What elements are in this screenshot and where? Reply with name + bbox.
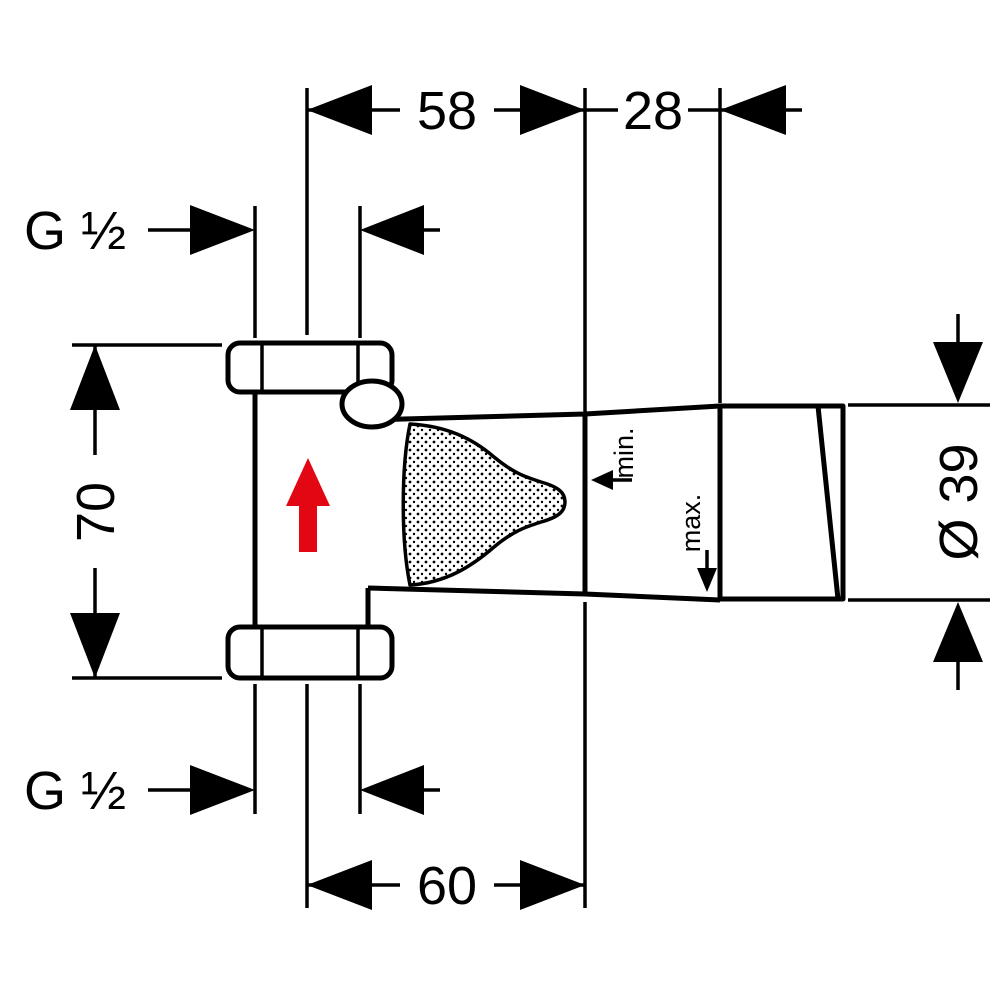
dim-58-lines xyxy=(305,88,587,413)
cover-box xyxy=(717,403,846,602)
thread-top-label: G ½ xyxy=(24,201,126,261)
hex-nut-top xyxy=(225,340,395,395)
dim-diameter-lines xyxy=(848,314,990,690)
dim-60-label: 60 xyxy=(417,856,477,916)
max-label: max. xyxy=(676,494,706,553)
dim-28-lines xyxy=(585,88,802,403)
funnel-seal xyxy=(401,422,567,587)
flow-direction-arrow-icon xyxy=(286,458,330,552)
dim-58-label: 58 xyxy=(417,81,477,141)
dim-58: 58 xyxy=(305,81,587,413)
thread-top: G ½ xyxy=(24,201,440,338)
thread-top-lines xyxy=(148,206,440,338)
min-label: min. xyxy=(609,427,639,478)
housing-contour xyxy=(367,403,721,603)
thread-bottom-arrowheads xyxy=(190,765,424,815)
dim-58-arrowheads xyxy=(307,85,585,135)
dim-70-label: 70 xyxy=(66,482,126,542)
dim-70: 70 xyxy=(66,343,222,680)
hex-nut-bottom xyxy=(225,624,395,681)
cover-box-slant xyxy=(815,405,841,600)
max-arrowhead xyxy=(697,568,717,592)
outlet-ellipse xyxy=(339,378,405,430)
flow-arrow-shaft xyxy=(299,506,317,552)
thread-bottom-lines xyxy=(148,684,440,814)
dim-diameter: Ø 39 xyxy=(848,314,990,690)
min-arrowhead xyxy=(591,470,613,490)
dim-28-arrowhead xyxy=(720,85,786,135)
thread-bottom: G ½ xyxy=(24,684,440,821)
dim-70-lines xyxy=(72,343,222,680)
dim-60: 60 xyxy=(305,602,587,916)
dim-diameter-label: Ø 39 xyxy=(929,443,989,560)
flow-arrow-head xyxy=(286,458,330,506)
dim-28: 28 xyxy=(585,81,802,403)
dim-28-label: 28 xyxy=(623,81,683,141)
thread-bottom-label: G ½ xyxy=(24,761,126,821)
dim-60-arrowheads xyxy=(307,860,585,910)
hex-nut-bottom-facets xyxy=(260,629,360,676)
valve-body xyxy=(225,340,846,681)
thread-top-arrowheads xyxy=(190,205,424,255)
dim-60-lines xyxy=(305,602,587,908)
depth-annotations: min. max. xyxy=(591,427,717,592)
